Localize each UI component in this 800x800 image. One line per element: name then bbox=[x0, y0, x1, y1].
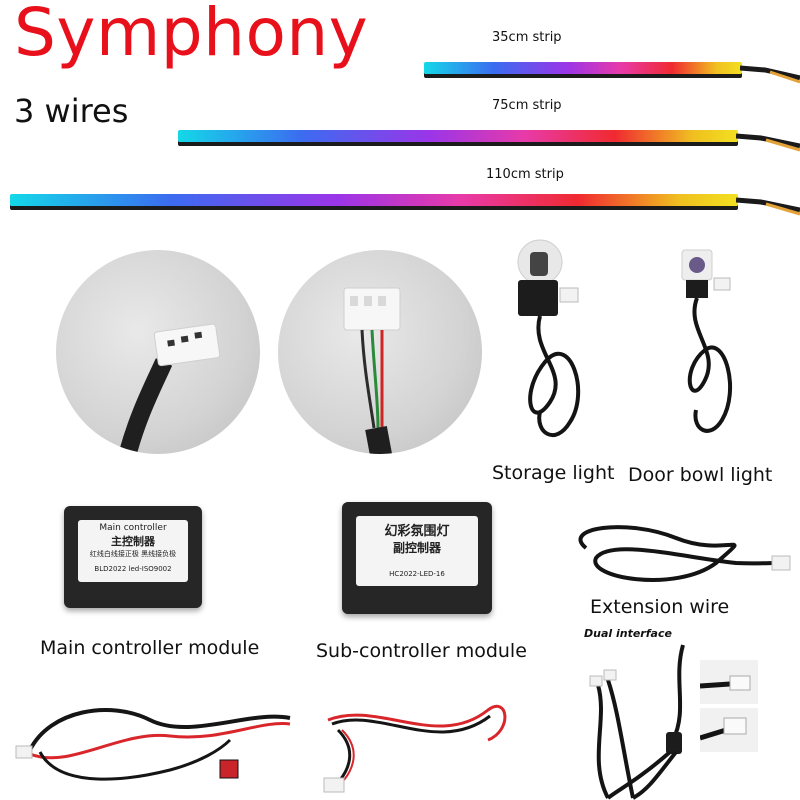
main-controller-sticker: Main controller 主控制器 红线白线接正极 黑线接负极 BLD20… bbox=[78, 520, 188, 582]
main-sticker-title: Main controller bbox=[99, 523, 167, 533]
door-bowl-light-image bbox=[681, 249, 732, 433]
strip-110-image bbox=[10, 194, 738, 206]
wire-count-label: 3 wires bbox=[14, 92, 129, 130]
extension-wire-image bbox=[578, 525, 791, 582]
sub-sticker-cn2: 副控制器 bbox=[392, 541, 441, 555]
main-sticker-cn: 主控制器 bbox=[111, 535, 155, 548]
sub-sticker-code: HC2022-LED-16 bbox=[389, 570, 445, 578]
extension-wire-caption: Extension wire bbox=[590, 596, 730, 618]
dual-interface-label: Dual interface bbox=[584, 627, 672, 640]
connector-closeup-right bbox=[278, 250, 482, 454]
strip-110-cable bbox=[736, 197, 800, 216]
product-title: Symphony bbox=[14, 0, 369, 71]
main-sticker-line2: 红线白线接正极 黑线接负极 bbox=[89, 550, 177, 558]
power-harness-image bbox=[15, 708, 291, 781]
main-controller-caption: Main controller module bbox=[40, 637, 260, 659]
main-sticker-code: BLD2022 led-ISO9002 bbox=[94, 565, 172, 573]
sub-controller-caption: Sub-controller module bbox=[316, 640, 527, 662]
dual-interface-image bbox=[589, 644, 685, 800]
strip-35-image bbox=[424, 62, 742, 74]
sub-harness-image bbox=[323, 704, 507, 793]
strip-75-image bbox=[178, 130, 738, 142]
strip-75-label: 75cm strip bbox=[492, 98, 562, 113]
storage-light-caption: Storage light bbox=[492, 462, 615, 484]
connector-closeup-left bbox=[56, 250, 260, 454]
dual-interface-thumb-bottom bbox=[699, 708, 758, 752]
strip-75-cable bbox=[736, 133, 800, 152]
dual-interface-thumb-top bbox=[699, 660, 758, 704]
strip-110-label: 110cm strip bbox=[486, 167, 564, 182]
storage-light-image bbox=[517, 239, 581, 437]
sub-controller-sticker: 幻彩氛围灯 副控制器 HC2022-LED-16 bbox=[356, 516, 478, 586]
strip-35-cable bbox=[740, 65, 800, 84]
sub-sticker-cn1: 幻彩氛围灯 bbox=[384, 524, 450, 539]
door-bowl-light-caption: Door bowl light bbox=[628, 464, 773, 486]
main-controller-box: Main controller 主控制器 红线白线接正极 黑线接负极 BLD20… bbox=[64, 506, 202, 608]
strip-35-label: 35cm strip bbox=[492, 30, 562, 45]
sub-controller-box: 幻彩氛围灯 副控制器 HC2022-LED-16 bbox=[342, 502, 492, 614]
